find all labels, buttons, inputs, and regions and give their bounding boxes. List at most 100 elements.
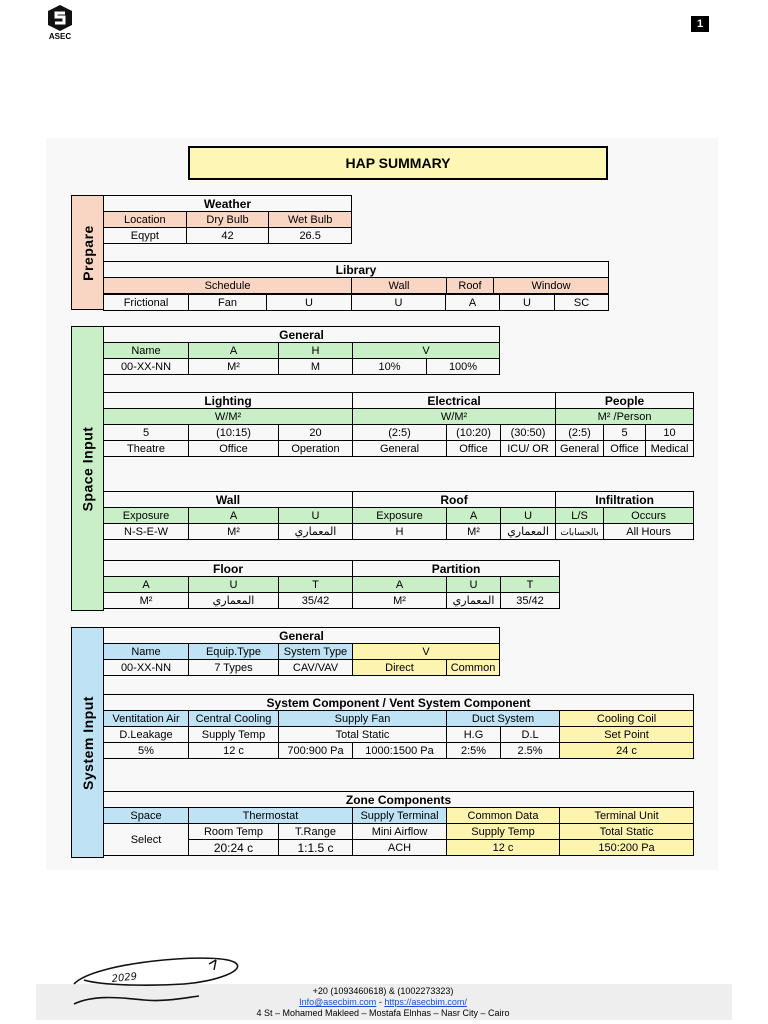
roof-header: Exposure — [352, 507, 448, 524]
library-value: U — [351, 294, 446, 311]
zone-header: Common Data — [446, 807, 560, 824]
component-header: Ventitation Air — [103, 710, 189, 727]
system-general-value: 7 Types — [188, 659, 279, 676]
people-value: 10 — [645, 424, 695, 441]
weather-header: Wet Bulb — [268, 211, 352, 228]
zone-header: Terminal Unit — [558, 807, 695, 824]
electrical-title: Electrical — [352, 392, 557, 409]
system-general-value: CAV/VAV — [278, 659, 353, 676]
partition-header: A — [352, 576, 448, 593]
system-general-header: System Type — [278, 643, 353, 660]
space-general-value: 100% — [425, 358, 501, 375]
system-general-title: General — [102, 627, 501, 644]
infiltration-header: Occurs — [603, 507, 695, 524]
weather-value: 26.5 — [268, 227, 352, 244]
footer-address: 4 St – Mohamed Makleed – Mostafa Elnhas … — [256, 1008, 510, 1018]
partition-value: M² — [352, 592, 448, 609]
component-value: 700:900 Pa — [278, 742, 353, 759]
system-general-value: Common — [445, 659, 501, 676]
weather-title: Weather — [103, 195, 352, 212]
partition-title: Partition — [352, 560, 561, 577]
footer-separator: - — [376, 997, 385, 1007]
people-value: 5 — [603, 424, 647, 441]
electrical-value: (2:5) — [352, 424, 448, 441]
floor-value: المعماري — [188, 592, 279, 609]
lighting-type: Theatre — [103, 440, 189, 457]
handwritten-signature: 2029 — [73, 957, 239, 1005]
space-general-header: Name — [103, 342, 189, 359]
wall-value: N-S-E-W — [103, 523, 189, 540]
lighting-unit: W/M² — [102, 408, 354, 425]
zone-value: 150:200 Pa — [558, 839, 695, 856]
wall-value: المعماري — [277, 523, 354, 540]
roof-header: A — [446, 507, 502, 524]
prepare-section-label: Prepare — [71, 195, 104, 310]
component-sub: D.L — [500, 726, 560, 743]
people-value: (2:5) — [555, 424, 605, 441]
floor-value: M² — [103, 592, 189, 609]
library-header: Schedule — [103, 277, 352, 294]
system-general-table: General Name Equip.Type System Type V 00… — [102, 627, 501, 676]
space-general-header: A — [188, 342, 279, 359]
infiltration-value: بالحسابات — [555, 523, 605, 540]
system-general-header: V — [351, 643, 501, 660]
partition-value: 35/42 — [500, 592, 561, 609]
footer-text: +20 (1093460618) & (1002273323) Info@ase… — [150, 986, 616, 1019]
weather-table: Weather Location Dry Bulb Wet Bulb Eqypt… — [103, 195, 352, 244]
partition-value: المعماري — [446, 592, 502, 609]
partition-header: U — [446, 576, 502, 593]
infiltration-title: Infiltration — [555, 491, 695, 508]
zone-sub: Total Static — [558, 823, 695, 840]
zone-value: 20:24 c — [188, 839, 279, 856]
library-header: Roof — [446, 277, 494, 294]
zone-value: Select — [103, 823, 189, 856]
floor-value: 35/42 — [277, 592, 354, 609]
electrical-type: Office — [446, 440, 502, 457]
weather-header: Dry Bulb — [185, 211, 270, 228]
library-title: Library — [102, 261, 610, 278]
lighting-value: 5 — [103, 424, 189, 441]
component-sub: Supply Temp — [188, 726, 279, 743]
footer-website-link[interactable]: https://asecbim.com/ — [384, 997, 467, 1007]
footer-phone: +20 (1093460618) & (1002273323) — [312, 986, 454, 996]
component-header: Cooling Coil — [558, 710, 695, 727]
loads-table: Lighting Electrical People W/M² W/M² M² … — [102, 392, 695, 457]
space-general-value: 10% — [352, 358, 427, 375]
weather-value: Eqypt — [103, 227, 187, 244]
roof-header: U — [500, 507, 557, 524]
wall-header: A — [188, 507, 279, 524]
floor-header: U — [188, 576, 279, 593]
roof-value: H — [352, 523, 448, 540]
library-value: Frictional — [103, 294, 189, 311]
envelope-table: Wall Roof Infiltration Exposure A U Expo… — [102, 491, 695, 540]
footer-email-link[interactable]: Info@asecbim.com — [299, 997, 377, 1007]
component-value: 24 c — [558, 742, 695, 759]
component-sub: Set Point — [558, 726, 695, 743]
component-value: 1000:1500 Pa — [352, 742, 447, 759]
logo-mark-icon — [48, 5, 72, 31]
people-title: People — [555, 392, 695, 409]
space-general-header: H — [278, 342, 353, 359]
weather-header: Location — [103, 211, 187, 228]
weather-value: 42 — [185, 227, 270, 244]
floor-title: Floor — [102, 560, 354, 577]
wall-header: Exposure — [103, 507, 189, 524]
electrical-type: ICU/ OR — [500, 440, 557, 457]
system-component-table: System Component / Vent System Component… — [102, 694, 695, 759]
wall-value: M² — [188, 523, 279, 540]
floor-header: A — [103, 576, 189, 593]
people-type: Office — [603, 440, 647, 457]
library-value: A — [445, 294, 500, 311]
component-sub: Total Static — [278, 726, 447, 743]
component-header: Supply Fan — [278, 710, 447, 727]
infiltration-value: All Hours — [603, 523, 695, 540]
zone-sub: Mini Airflow — [352, 823, 447, 840]
lighting-title: Lighting — [102, 392, 354, 409]
space-general-value: M² — [188, 358, 279, 375]
component-sub: D.Leakage — [103, 726, 189, 743]
space-general-title: General — [102, 326, 501, 343]
component-value: 2:5% — [446, 742, 501, 759]
wall-title: Wall — [102, 491, 354, 508]
system-general-header: Equip.Type — [188, 643, 279, 660]
zone-sub: Room Temp — [188, 823, 279, 840]
